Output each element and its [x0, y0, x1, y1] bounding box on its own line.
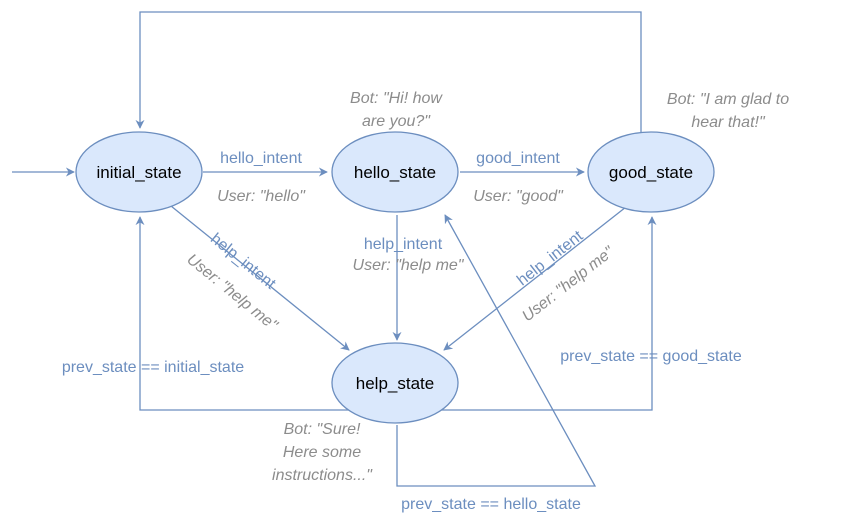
label-help-to-good: prev_state == good_state [560, 348, 742, 365]
state-hello [331, 131, 459, 213]
state-hello-label: hello_state [354, 163, 436, 182]
state-initial [75, 131, 203, 213]
edge-help-to-hello [396, 214, 597, 487]
state-initial-label: initial_state [96, 163, 181, 182]
edge-good-to-initial-loop [135, 11, 642, 135]
bot-response-hello-line1: Bot: "Hi! how [350, 90, 443, 107]
edge-initial-to-help [170, 205, 350, 351]
state-help-label: help_state [356, 374, 434, 393]
user-input-good: User: "good" [473, 188, 564, 205]
bot-response-help-line3: instructions..." [272, 467, 373, 484]
edge-help-to-initial [135, 216, 353, 411]
user-input-help-center: User: "help me" [353, 257, 465, 274]
edge-help-to-good [441, 216, 657, 411]
label-help-to-hello: prev_state == hello_state [401, 496, 581, 513]
bot-response-good-line1: Bot: "I am glad to [667, 91, 789, 108]
bot-response-hello-line2: are you?" [362, 113, 431, 130]
state-good [587, 131, 715, 213]
bot-response-help-line2: Here some [283, 444, 361, 461]
state-good-label: good_state [609, 163, 693, 182]
label-help-to-initial: prev_state == initial_state [62, 359, 244, 376]
label-hello-to-good: good_intent [476, 150, 560, 167]
user-input-hello: User: "hello" [217, 188, 306, 205]
bot-response-help-line1: Bot: "Sure! [284, 421, 361, 438]
label-hello-to-help: help_intent [364, 236, 443, 253]
user-input-help-right: User: "help me" [519, 243, 618, 326]
state-help [331, 342, 459, 424]
label-initial-to-hello: hello_intent [220, 150, 302, 167]
edge-good-to-help [443, 206, 627, 351]
bot-response-good-line2: hear that!" [691, 114, 766, 131]
